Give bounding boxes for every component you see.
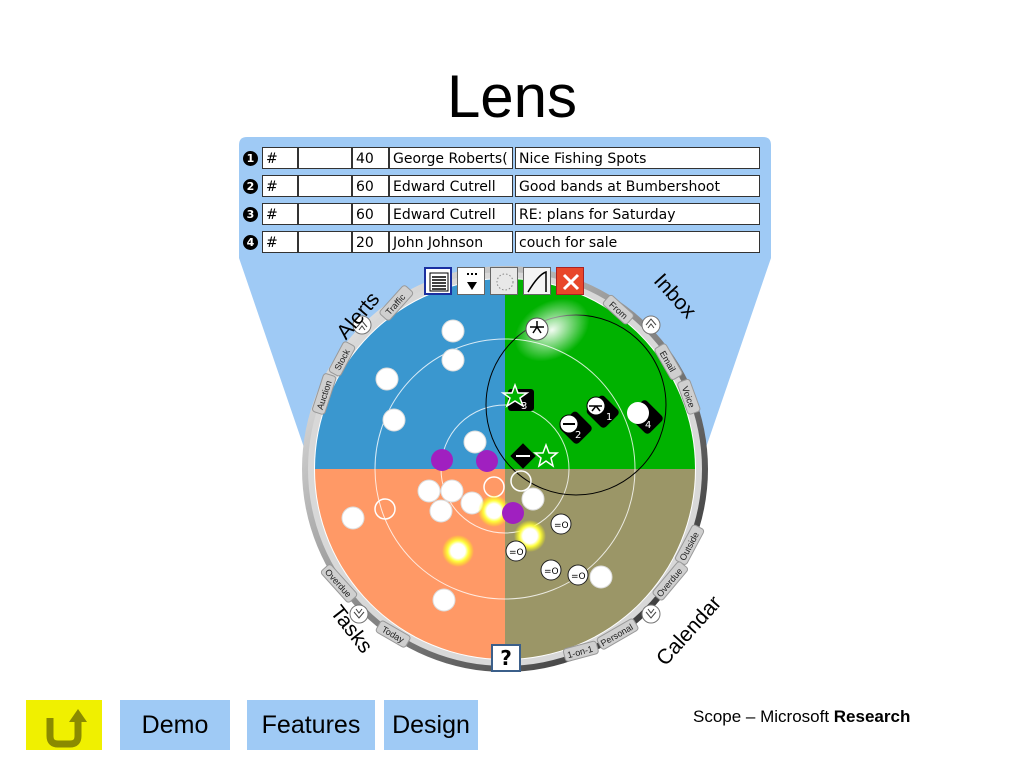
row-sender-cell: John Johnson (389, 231, 513, 253)
inbox-item-2: 2 (559, 411, 592, 444)
design-button[interactable]: Design (384, 700, 478, 750)
inbox-item-1: 1 (586, 395, 619, 428)
row-mark-cell: # (262, 203, 298, 225)
row-blank-cell (298, 231, 352, 253)
svg-text:3: 3 (521, 401, 527, 412)
inbox-unread-item (510, 442, 560, 469)
row-score-cell: 20 (352, 231, 389, 253)
row-sender-cell: Edward Cutrell (389, 203, 513, 225)
row-number-badge: 2 (243, 179, 258, 194)
row-number-badge: 3 (243, 207, 258, 222)
calendar-expand-icon (641, 604, 661, 624)
dotted-lens-button[interactable] (490, 267, 518, 295)
inbox-expand-icon (641, 315, 661, 335)
inbox-item-3: 3 (500, 382, 534, 412)
result-row-3[interactable]: 3 # 60 Edward Cutrell RE: plans for Satu… (240, 203, 765, 227)
row-blank-cell (298, 203, 352, 225)
inbox-item-4: 4 (627, 400, 663, 434)
svg-text:=O: =O (544, 567, 559, 577)
row-number-badge: 4 (243, 235, 258, 250)
list-view-icon (429, 272, 449, 292)
curve-button[interactable] (523, 267, 551, 295)
row-sender-cell: Edward Cutrell (389, 175, 513, 197)
row-blank-cell (298, 175, 352, 197)
svg-text:=O: =O (554, 521, 569, 531)
dotted-lens-icon (496, 273, 514, 291)
row-sender-cell: George Roberts( (389, 147, 513, 169)
calendar-label: Calendar (652, 591, 726, 670)
filter-button[interactable] (457, 267, 485, 295)
svg-text:=O: =O (509, 548, 524, 558)
slide-title: Lens (446, 63, 578, 130)
svg-text:2: 2 (575, 430, 581, 441)
help-button[interactable]: ? (491, 644, 521, 672)
result-row-2[interactable]: 2 # 60 Edward Cutrell Good bands at Bumb… (240, 175, 765, 199)
svg-text:=O: =O (571, 572, 586, 582)
filter-icon (467, 273, 477, 290)
calendar-event-icon: =O =O =O =O (505, 513, 589, 586)
back-button[interactable] (26, 700, 102, 750)
demo-button[interactable]: Demo (120, 700, 230, 750)
row-score-cell: 40 (352, 147, 389, 169)
tasks-expand-icon (349, 604, 369, 624)
close-icon (562, 273, 580, 291)
row-mark-cell: # (262, 147, 298, 169)
footer-credit: Scope – Microsoft Research (693, 707, 910, 727)
row-score-cell: 60 (352, 203, 389, 225)
row-subject-cell: couch for sale (515, 231, 760, 253)
list-view-button[interactable] (424, 267, 452, 295)
alerts-expand-icon (352, 315, 372, 335)
svg-text:1: 1 (606, 412, 612, 423)
row-mark-cell: # (262, 231, 298, 253)
row-score-cell: 60 (352, 175, 389, 197)
footer-bold: Research (833, 707, 911, 726)
row-subject-cell: RE: plans for Saturday (515, 203, 760, 225)
svg-text:4: 4 (645, 420, 651, 431)
result-row-1[interactable]: 1 # 40 George Roberts( Nice Fishing Spot… (240, 147, 765, 171)
row-subject-cell: Nice Fishing Spots (515, 147, 760, 169)
back-arrow-icon (46, 709, 87, 748)
row-mark-cell: # (262, 175, 298, 197)
curve-icon (527, 270, 547, 293)
row-subject-cell: Good bands at Bumbershoot (515, 175, 760, 197)
result-row-4[interactable]: 4 # 20 John Johnson couch for sale (240, 231, 765, 255)
row-number-badge: 1 (243, 151, 258, 166)
row-blank-cell (298, 147, 352, 169)
footer-prefix: Scope – Microsoft (693, 707, 834, 726)
features-button[interactable]: Features (247, 700, 375, 750)
close-lens-button[interactable] (556, 267, 584, 295)
